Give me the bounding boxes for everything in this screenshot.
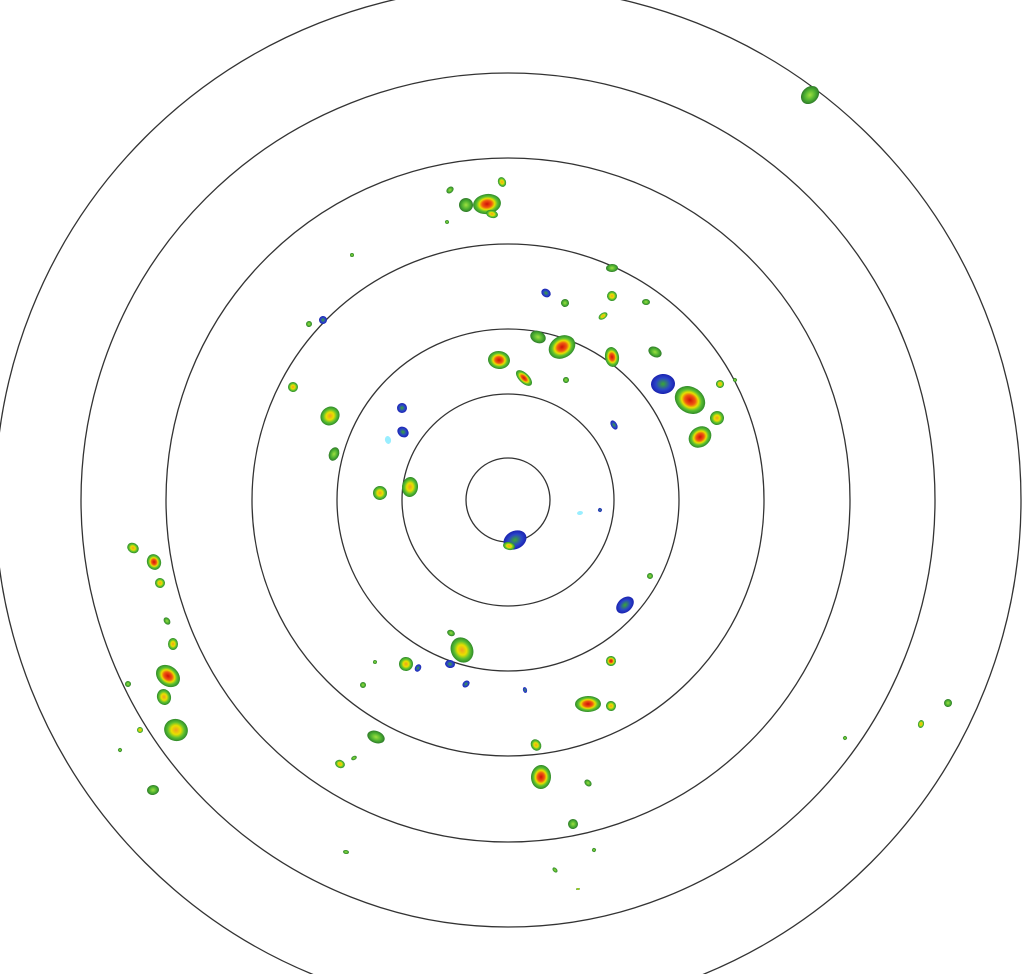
range-ring-3 — [336, 328, 680, 672]
echo-cell — [459, 198, 473, 212]
echo-cell — [351, 755, 357, 761]
echo-cell — [584, 779, 592, 787]
echo-cell — [561, 299, 569, 307]
echo-cell — [335, 759, 345, 769]
range-ring-6 — [80, 72, 936, 928]
echo-cell — [843, 736, 847, 740]
echo-cell — [568, 819, 578, 829]
echo-cell — [651, 373, 675, 395]
echo-cell — [548, 335, 576, 359]
echo-cell — [328, 447, 340, 461]
echo-cell — [155, 578, 165, 588]
echo-cell — [592, 848, 596, 852]
echo-cell — [606, 701, 616, 711]
echo-cell — [164, 718, 188, 742]
echo-cell — [486, 209, 498, 219]
echo-cell — [360, 682, 366, 688]
echo-cell — [446, 186, 454, 194]
echo-cell — [373, 486, 387, 500]
echo-cell — [462, 680, 470, 688]
echo-cell — [168, 638, 178, 650]
echo-cell — [147, 784, 159, 796]
echo-cell — [575, 695, 601, 713]
echo-cell — [944, 699, 952, 707]
echo-cell — [155, 664, 181, 688]
echo-cell — [604, 347, 620, 367]
echo-cell — [414, 664, 422, 672]
echo-cell — [367, 730, 385, 744]
echo-cell — [563, 377, 569, 383]
echo-cell — [616, 596, 634, 614]
echo-cell — [401, 477, 419, 497]
echo-cell — [146, 554, 162, 570]
echo-cell — [473, 193, 501, 215]
echo-cell — [733, 378, 737, 382]
echo-cell — [598, 508, 602, 512]
echo-cell — [606, 263, 618, 273]
echo-cell — [373, 660, 377, 664]
echo-cell — [576, 887, 580, 891]
echo-cell — [522, 687, 528, 693]
echo-cell — [647, 573, 653, 579]
echo-cell — [156, 689, 172, 705]
precipitation-echoes — [118, 85, 952, 891]
range-ring-1 — [465, 457, 551, 543]
echo-cell — [648, 346, 662, 358]
echo-cell — [306, 321, 312, 327]
echo-cell — [530, 330, 546, 344]
echo-cell — [598, 312, 608, 320]
echo-cell — [163, 617, 171, 625]
echo-cell — [127, 542, 139, 554]
echo-cell — [288, 382, 298, 392]
echo-cell — [384, 436, 392, 444]
echo-cell — [606, 656, 616, 666]
echo-cell — [447, 629, 455, 637]
echo-cell — [350, 253, 354, 257]
echo-cell — [610, 420, 618, 430]
echo-cell — [688, 426, 712, 448]
echo-cell — [577, 510, 583, 516]
echo-cell — [118, 748, 122, 752]
echo-cell — [125, 681, 131, 687]
echo-cell — [488, 350, 510, 370]
echo-cell — [800, 85, 820, 105]
echo-cell — [552, 867, 558, 873]
echo-cell — [445, 659, 455, 669]
echo-cell — [137, 727, 143, 733]
echo-cell — [445, 220, 449, 224]
echo-cell — [607, 291, 617, 301]
echo-cell — [503, 541, 515, 551]
echo-cell — [343, 849, 349, 855]
echo-cell — [716, 380, 724, 388]
echo-cell — [497, 177, 507, 187]
range-ring-5 — [165, 157, 851, 843]
echo-cell — [397, 426, 409, 438]
range-ring-4 — [251, 243, 765, 757]
echo-cell — [642, 298, 650, 306]
echo-cell — [399, 657, 413, 671]
echo-cell — [397, 403, 407, 413]
echo-cell — [530, 765, 552, 789]
echo-cell — [503, 530, 527, 550]
echo-cell — [516, 370, 532, 386]
echo-cell — [530, 739, 542, 751]
echo-cell — [917, 720, 925, 728]
echo-cell — [674, 386, 706, 414]
echo-cell — [320, 406, 340, 426]
echo-cell — [450, 637, 474, 663]
echo-cell — [319, 316, 327, 324]
range-ring-2 — [401, 393, 615, 607]
echo-cell — [710, 411, 724, 425]
echo-cell — [541, 288, 551, 298]
